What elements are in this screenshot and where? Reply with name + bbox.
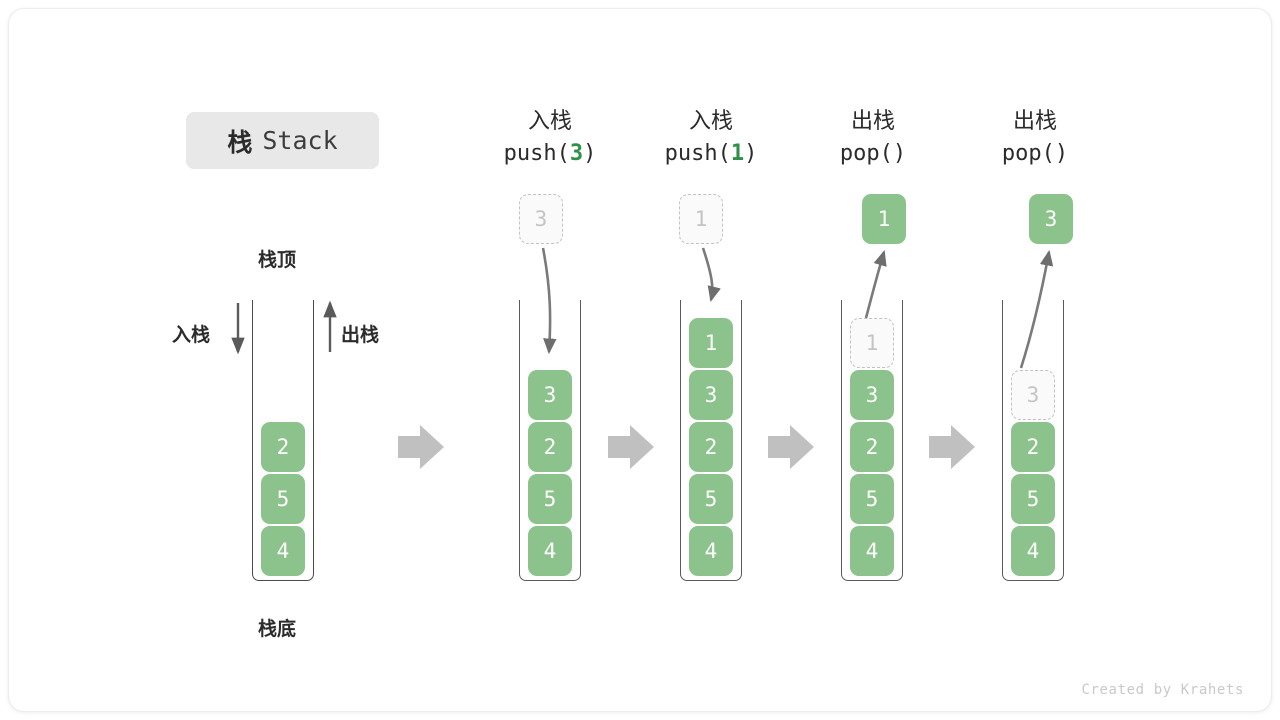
pop-direction-label: 出栈 bbox=[341, 325, 380, 346]
stack-cell: 4 bbox=[1011, 526, 1055, 576]
stack-cell: 2 bbox=[1011, 422, 1055, 472]
ghost-cell-pop-3: 3 bbox=[1011, 370, 1055, 420]
operation-label-fn: pop() bbox=[1001, 141, 1069, 166]
ghost-cell-push-3: 3 bbox=[519, 194, 563, 244]
stack-cell: 2 bbox=[261, 422, 305, 472]
push-direction-label: 入栈 bbox=[172, 325, 211, 346]
operation-label-fn: push(3) bbox=[503, 141, 597, 166]
operation-label-cn: 出栈 bbox=[1012, 108, 1057, 133]
stack-cell: 5 bbox=[261, 474, 305, 524]
operation-label-cn: 出栈 bbox=[850, 108, 895, 133]
operation-label-fn: push(1) bbox=[664, 141, 758, 166]
stack-cell: 5 bbox=[850, 474, 894, 524]
stack-container-initial bbox=[252, 300, 314, 581]
stack-cell: 1 bbox=[689, 318, 733, 368]
stack-container-push-3 bbox=[519, 300, 581, 581]
stack-cell: 5 bbox=[528, 474, 572, 524]
column-heading-pop-3: 出栈 pop() bbox=[940, 105, 1130, 171]
operation-label-cn: 入栈 bbox=[688, 108, 733, 133]
column-heading-push-3: 入栈 push(3) bbox=[455, 105, 645, 171]
stack-container-pop-3 bbox=[1002, 300, 1064, 581]
title-badge: 栈 Stack bbox=[186, 112, 379, 169]
stack-cell: 4 bbox=[261, 526, 305, 576]
stack-cell: 2 bbox=[850, 422, 894, 472]
column-heading-pop-1: 出栈 pop() bbox=[778, 105, 968, 171]
title-en: Stack bbox=[262, 126, 338, 155]
ghost-cell-pop-1: 1 bbox=[850, 318, 894, 368]
popped-cell-1: 1 bbox=[862, 194, 906, 244]
stack-cell: 2 bbox=[528, 422, 572, 472]
stack-cell: 3 bbox=[850, 370, 894, 420]
stack-cell: 5 bbox=[689, 474, 733, 524]
stack-container-push-1 bbox=[680, 300, 742, 581]
stack-cell: 4 bbox=[689, 526, 733, 576]
stack-cell: 3 bbox=[528, 370, 572, 420]
stack-cell: 4 bbox=[528, 526, 572, 576]
stack-cell: 5 bbox=[1011, 474, 1055, 524]
footer-credit: Created by Krahets bbox=[1081, 682, 1244, 698]
column-heading-push-1: 入栈 push(1) bbox=[616, 105, 806, 171]
operation-label-cn: 入栈 bbox=[527, 108, 572, 133]
stack-cell: 2 bbox=[689, 422, 733, 472]
operation-label-fn: pop() bbox=[839, 141, 907, 166]
stack-cell: 3 bbox=[689, 370, 733, 420]
stack-top-label: 栈顶 bbox=[258, 250, 297, 271]
ghost-cell-push-1: 1 bbox=[679, 194, 723, 244]
title-cn: 栈 bbox=[227, 128, 253, 157]
popped-cell-3: 3 bbox=[1029, 194, 1073, 244]
stack-cell: 4 bbox=[850, 526, 894, 576]
stack-bottom-label: 栈底 bbox=[258, 619, 297, 640]
stack-container-pop-1 bbox=[841, 300, 903, 581]
